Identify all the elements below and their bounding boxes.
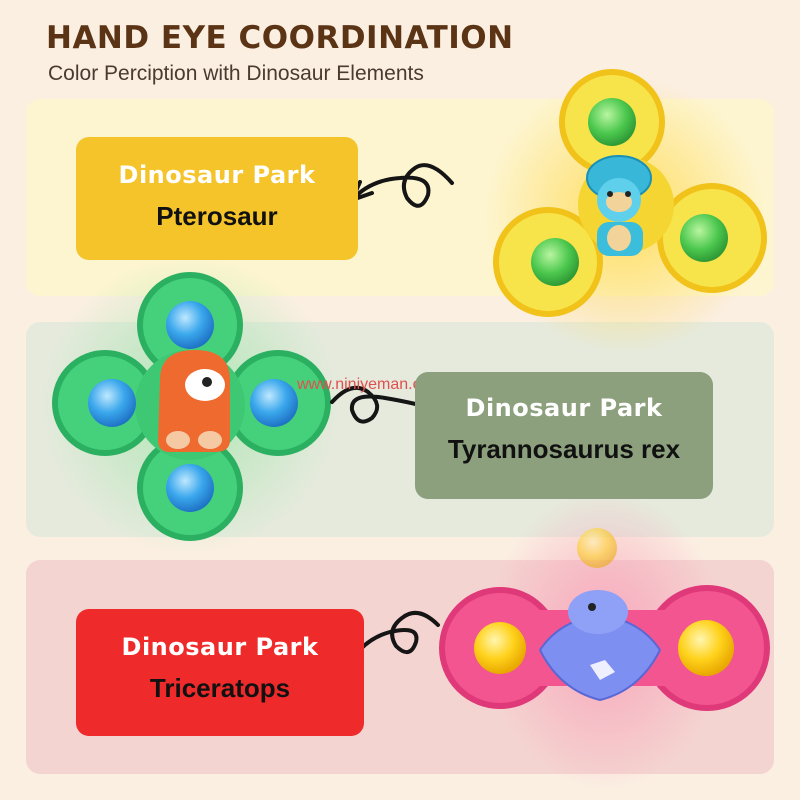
arrow-right-icon: [330, 385, 440, 424]
page-subtitle: Color Perciption with Dinosaur Elements: [48, 62, 424, 85]
page-title: HAND EYE COORDINATION: [46, 20, 514, 56]
yellow-spinner: [485, 69, 767, 355]
card-park-label: Dinosaur Park: [118, 161, 316, 189]
triceratops-card: Dinosaur Park Triceratops: [76, 609, 364, 736]
t-rex-figure: [158, 350, 230, 452]
pterosaur-figure: [538, 590, 662, 702]
green-spinner: [40, 255, 340, 555]
card-park-label: Dinosaur Park: [121, 633, 319, 661]
t-rex-card: Dinosaur Park Tyrannosaurus rex: [415, 372, 713, 499]
arrow-left-icon: [343, 610, 440, 674]
triceratops-figure: [586, 155, 652, 256]
card-species-label: Tyrannosaurus rex: [447, 434, 681, 464]
card-species-label: Pterosaur: [156, 201, 278, 231]
arrow-left-icon: [350, 163, 454, 208]
pterosaur-card: Dinosaur Park Pterosaur: [76, 137, 358, 260]
card-park-label: Dinosaur Park: [465, 394, 663, 422]
pink-spinner: [439, 490, 770, 790]
watermark-text: www.niniyeman.com: [297, 376, 443, 393]
card-species-label: Triceratops: [149, 673, 291, 703]
